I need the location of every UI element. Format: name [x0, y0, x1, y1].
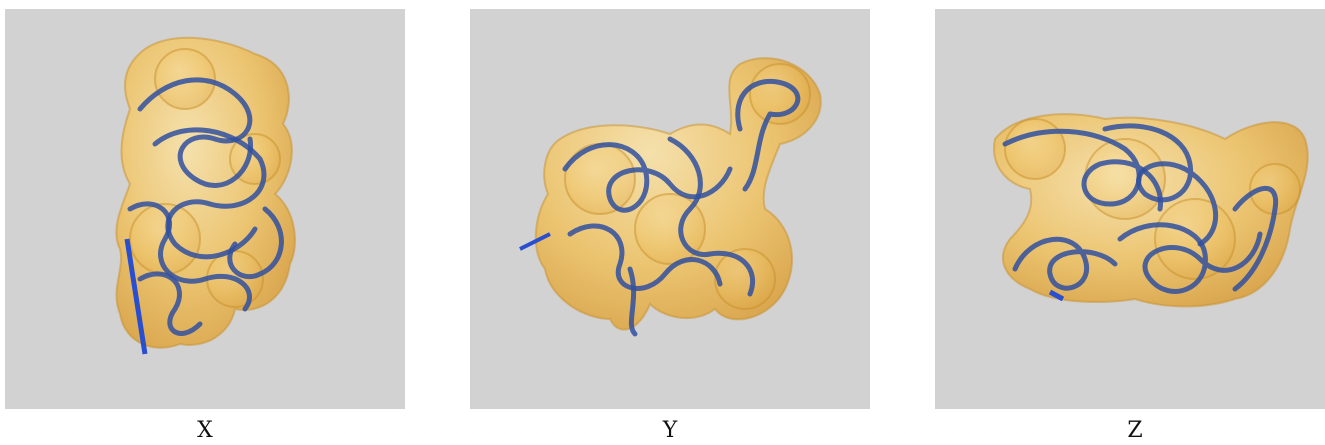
ribbon-terminus: [124, 238, 148, 355]
density-surface: [993, 113, 1309, 308]
molecule-y-render: [470, 9, 870, 409]
ribbon-terminus: [1048, 289, 1065, 302]
protein-ribbon: [562, 78, 801, 337]
panel-y-label: Y: [662, 418, 678, 443]
protein-ribbon: [127, 77, 284, 336]
ribbon-terminus: [519, 232, 551, 251]
density-surface: [115, 36, 296, 349]
molecule-x-render: [5, 9, 405, 409]
panel-y-view: [470, 9, 870, 409]
panel-z-label: Z: [1127, 418, 1143, 443]
protein-ribbon: [1002, 123, 1279, 294]
panel-x-view: [5, 9, 405, 409]
molecule-z-render: [935, 9, 1325, 409]
panel-x-label: X: [197, 418, 213, 443]
panel-z-view: [935, 9, 1325, 409]
